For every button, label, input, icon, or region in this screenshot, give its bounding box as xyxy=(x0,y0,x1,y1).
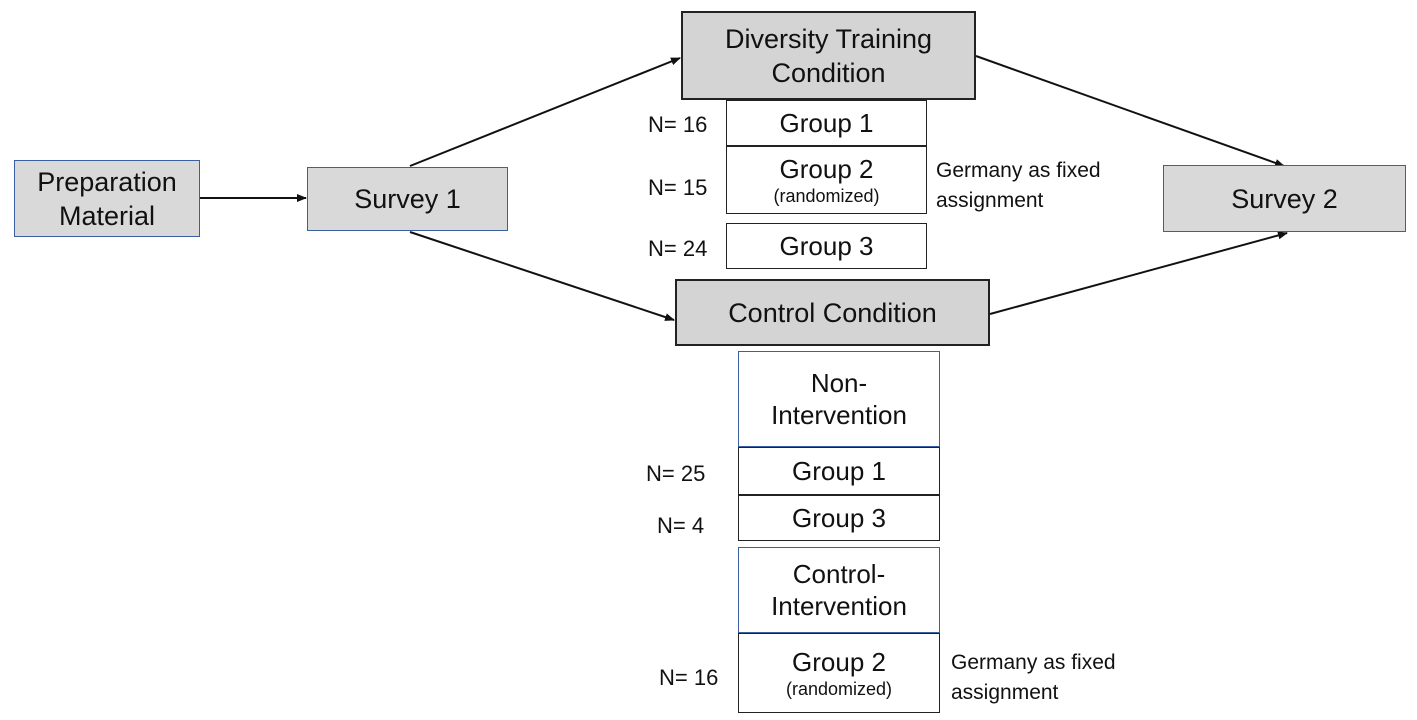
non-intervention-line1: Non- xyxy=(810,368,868,398)
preparation-line1: Preparation xyxy=(37,166,177,197)
ci-group2-label: Group 2 xyxy=(792,647,886,677)
training-group1-box: Group 1 xyxy=(726,100,927,146)
control-intervention-line1: Control- xyxy=(792,559,886,589)
survey1-label: Survey 1 xyxy=(354,184,461,214)
training-group3-label: Group 3 xyxy=(779,231,874,261)
training-group2-label: Group 2 xyxy=(779,154,874,184)
training-note-line2: assignment xyxy=(936,189,1044,212)
training-group1-n: N= 16 xyxy=(648,112,708,137)
non-group1-box: Group 1 xyxy=(738,447,940,495)
training-line1: Diversity Training xyxy=(724,23,933,54)
non-intervention-box: Non- Intervention xyxy=(738,351,940,447)
survey1-box: Survey 1 xyxy=(307,167,508,231)
training-line2: Condition xyxy=(771,57,886,88)
control-note-line1: Germany as fixed xyxy=(951,651,1116,674)
arrow-survey1-to-control xyxy=(409,231,675,321)
non-group3-n: N= 4 xyxy=(657,513,705,538)
training-group3-box: Group 3 xyxy=(726,223,927,269)
training-group1-label: Group 1 xyxy=(779,108,874,138)
control-title: Control Condition xyxy=(728,297,937,328)
control-note-line2: assignment xyxy=(951,681,1059,704)
ci-group2-sub: (randomized) xyxy=(785,679,893,699)
survey2-label: Survey 2 xyxy=(1231,183,1338,214)
ci-group2-box: Group 2 (randomized) xyxy=(738,633,940,713)
non-intervention-line2: Intervention xyxy=(771,400,907,430)
non-group3-box: Group 3 xyxy=(738,495,940,541)
control-intervention-line2: Intervention xyxy=(771,591,907,621)
control-note: Germany as fixed assignment xyxy=(951,648,1116,708)
training-note-line1: Germany as fixed xyxy=(936,159,1101,182)
non-group3-label: Group 3 xyxy=(792,503,886,533)
control-condition-box: Control Condition xyxy=(675,279,990,346)
arrow-survey1-to-training xyxy=(409,57,681,167)
training-note: Germany as fixed assignment xyxy=(936,156,1101,216)
non-group1-label: Group 1 xyxy=(792,456,886,486)
training-group2-box: Group 2 (randomized) xyxy=(726,146,927,214)
training-group2-n: N= 15 xyxy=(648,175,708,200)
arrow-control-to-survey2 xyxy=(989,231,1288,315)
training-group3-n: N= 24 xyxy=(648,236,708,261)
ci-group2-n: N= 16 xyxy=(659,665,719,690)
survey2-box: Survey 2 xyxy=(1163,165,1406,232)
diversity-training-condition-box: Diversity Training Condition xyxy=(681,11,976,100)
arrow-training-to-survey2 xyxy=(975,55,1285,167)
non-group1-n: N= 25 xyxy=(646,461,706,486)
preparation-material-box: Preparation Material xyxy=(14,160,200,237)
training-group2-sub: (randomized) xyxy=(773,186,880,206)
preparation-line2: Material xyxy=(58,200,156,231)
control-intervention-box: Control- Intervention xyxy=(738,547,940,633)
